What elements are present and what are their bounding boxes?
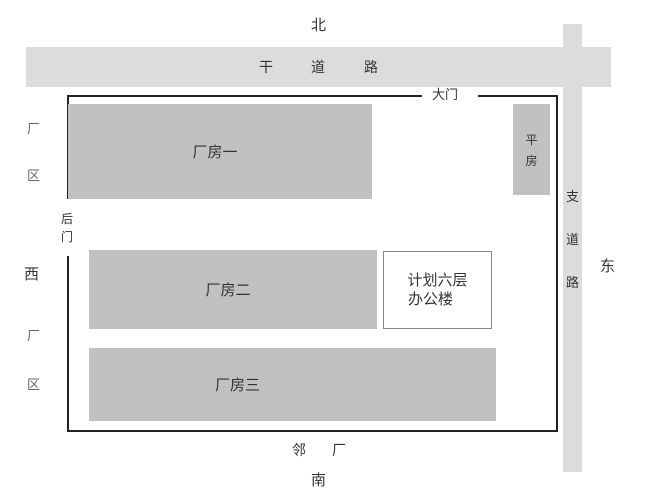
main-road: [26, 47, 611, 87]
main-road-char-1: 干: [259, 60, 273, 76]
planned-office-line1: 计划六层: [407, 270, 468, 289]
wall-top-right: [478, 95, 558, 97]
west-lower-char-2: 区: [27, 378, 41, 393]
bungalow-char-1: 平: [525, 132, 538, 147]
east-label: 东: [600, 257, 616, 275]
branch-road-char-2: 道: [566, 233, 580, 248]
branch-road-char-3: 路: [566, 276, 580, 291]
workshop-1-label: 厂房一: [192, 143, 238, 161]
branch-road-char-1: 支: [566, 190, 580, 205]
south-label: 南: [311, 471, 327, 489]
west-label: 西: [24, 265, 40, 283]
main-road-char-3: 路: [364, 60, 378, 76]
west-upper-char-1: 厂: [27, 122, 41, 137]
west-lower-char-1: 厂: [27, 329, 41, 344]
planned-office-line2: 办公楼: [407, 290, 453, 308]
back-gate-char-1: 后: [61, 212, 74, 226]
main-road-char-2: 道: [311, 60, 325, 76]
back-gate-char-2: 门: [61, 230, 74, 244]
south-neighbor-char-2: 厂: [332, 443, 346, 459]
workshop-2-label: 厂房二: [205, 281, 251, 299]
wall-right: [556, 95, 558, 432]
planned-office: 计划六层 办公楼: [383, 251, 492, 329]
wall-bottom: [67, 430, 558, 432]
west-upper-char-2: 区: [27, 169, 41, 184]
main-gate-label: 大门: [432, 88, 459, 103]
workshop-3-label: 厂房三: [214, 376, 260, 394]
branch-road-label: 支 道 路: [566, 191, 579, 290]
wall-top-left: [67, 95, 422, 97]
bungalow-char-2: 房: [525, 153, 538, 168]
back-gate-label: 后 门: [61, 213, 73, 243]
north-label: 北: [311, 16, 327, 34]
south-neighbor-char-1: 邻: [292, 443, 306, 459]
wall-left-lower: [67, 256, 69, 432]
bungalow: 平 房: [513, 104, 550, 195]
workshop-2: 厂房二: [89, 250, 377, 329]
workshop-3: 厂房三: [89, 348, 496, 421]
workshop-1: 厂房一: [68, 104, 372, 199]
branch-road: [563, 24, 582, 472]
